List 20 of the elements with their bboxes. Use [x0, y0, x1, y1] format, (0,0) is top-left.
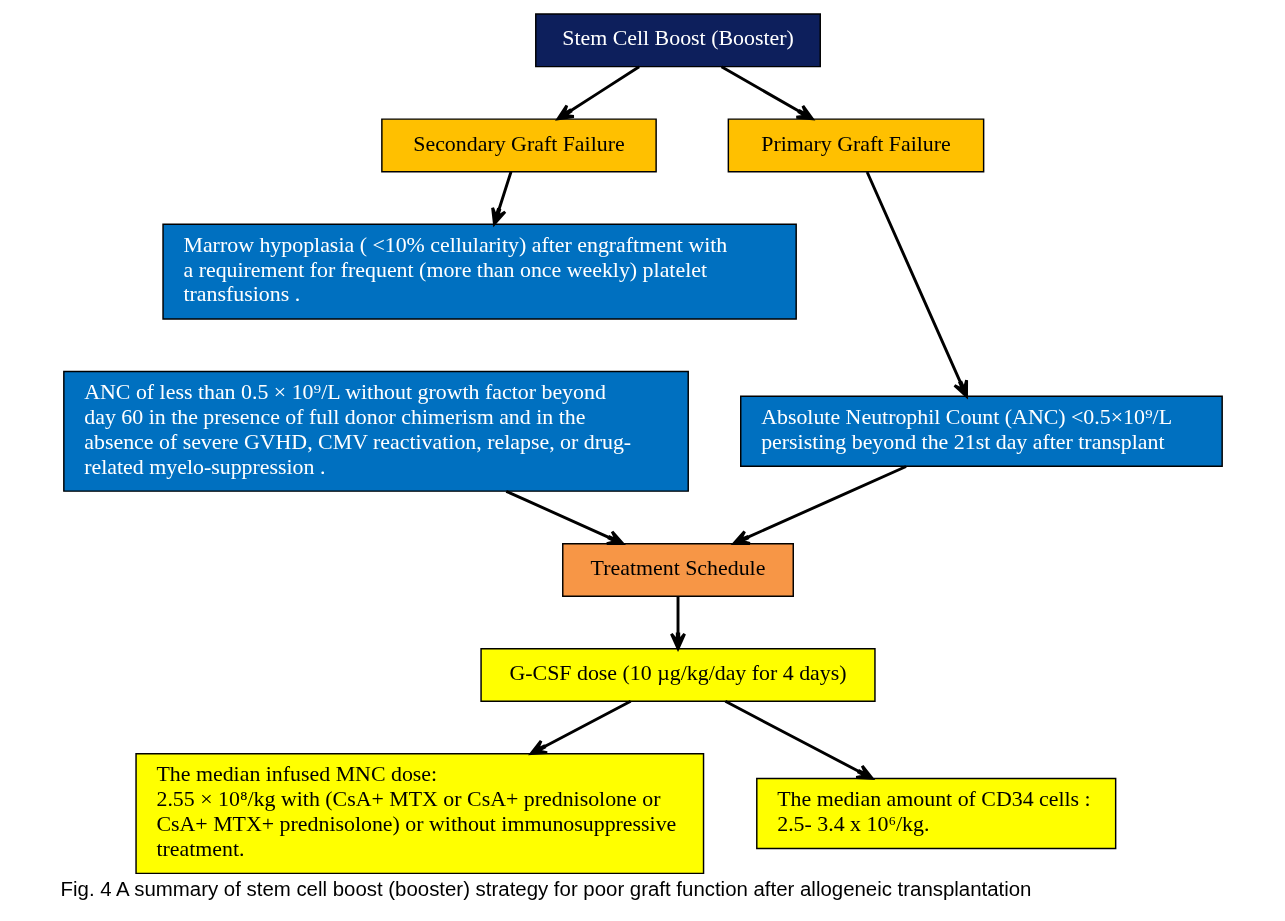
node-box: The median amount of CD34 cells : 2.5- 3.4 x 10⁶/kg. [755, 777, 1116, 850]
node-box: Primary Graft Failure [727, 118, 984, 173]
node-box: Treatment Schedule [561, 542, 794, 597]
node-box: G-CSF dose (10 µg/kg/day for 4 days) [479, 647, 876, 702]
arrow [865, 171, 968, 398]
arrow [490, 171, 512, 226]
arrow [720, 65, 814, 121]
caption: Fig. 4 A summary of stem cell boost (booster) strategy for poor graft function after allogeneic transplantation [60, 877, 1031, 900]
arrow [669, 596, 686, 650]
node-box: Absolute Neutrophil Count (ANC) <0.5×10⁹/L persisting beyond the 21st day after transplant [739, 395, 1223, 468]
node-box: Secondary Graft Failure [380, 118, 657, 173]
node-box: The median infused MNC dose: 2.55 × 10⁸/kg with (CsA+ MTX or CsA+ prednisolone or CsA+ MTX+ prednisolone) or without immunosuppressive treatment. [134, 753, 704, 875]
arrow [724, 700, 874, 780]
arrow [731, 465, 907, 545]
node-box: ANC of less than 0.5 × 10⁹/L without growth factor beyond day 60 in the presence of full donor chimerism and in the absence of severe GVHD, CMV reactivation, relapse, or drug-related myelo-suppression . [62, 370, 689, 492]
node-box: Marrow hypoplasia ( <10% cellularity) after engraftment with a requirement for frequent (more than once weekly) platelet transfusions . [161, 223, 797, 320]
node-box: Stem Cell Boost (Booster) [534, 13, 821, 68]
arrow [556, 65, 640, 121]
arrow [505, 489, 624, 546]
arrow [529, 700, 631, 755]
